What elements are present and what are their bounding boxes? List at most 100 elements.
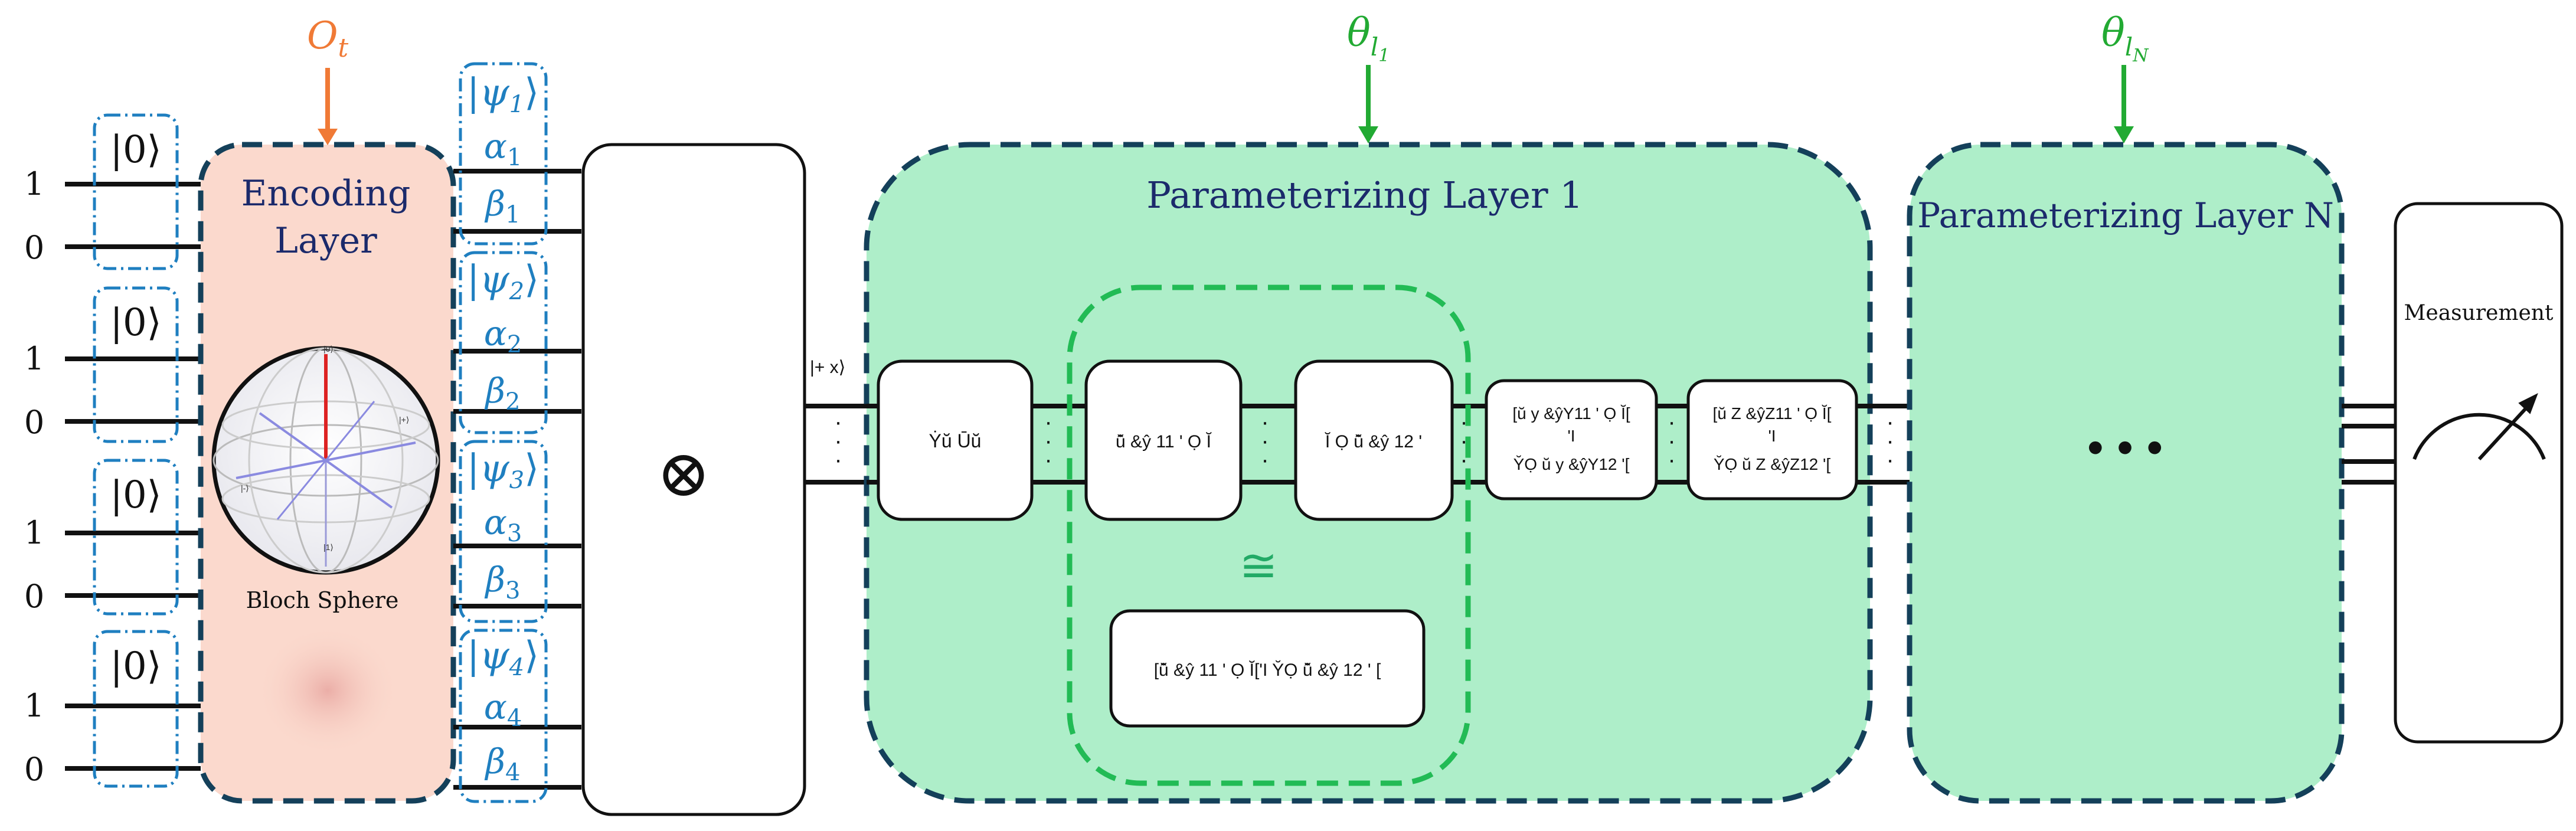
equivalence-group [1067,284,1471,786]
arrowhead [1358,126,1378,143]
state-alpha: α4 [484,687,522,732]
gate-label: ŭ̂ &ŷ 11 ' Ọ Ĭ [1116,432,1212,452]
state-box [459,440,548,623]
gate-rotation-12 [1294,359,1454,521]
state-box [459,62,548,246]
state-ket: |ψ1⟩ [467,71,539,118]
vertical-dots: · [1044,447,1052,473]
ket-zero-box [93,459,179,616]
layer1-title: Parameterizing Layer 1 [1146,174,1583,217]
gate-label: [ŭ y &ŷY11 ' Ọ Ĭ[ [1512,404,1630,423]
ket-zero: |0⟩ [110,128,161,172]
layerN-theta: θlN [2101,10,2149,66]
gate-label: Ĭ Ọ ŭ̂ &ŷ 12 ' [1325,432,1422,452]
gate-label: Y̆Ọ ŭ y &ŷY12 '[ [1513,455,1630,473]
wire-label-zero: 0 [24,229,44,266]
input-wires [65,182,201,771]
vertical-dots: · [1044,428,1052,454]
state-column: |ψ1⟩ α1 β1 |ψ2⟩ α2 β2 |ψ3⟩ α3 β3 |ψ4⟩ α4… [453,62,581,803]
vertical-dots: · [1261,409,1269,435]
vertical-dots: · [1044,409,1052,435]
svg-text:|-⟩: |-⟩ [241,483,249,493]
vertical-dots: · [1460,428,1467,454]
state-alpha: α1 [484,126,522,171]
tensor-box [581,143,806,816]
gate-label: [ŭ Z &ŷZ11 ' Ọ Ĭ[ [1713,404,1832,423]
encoding-glow [257,626,398,755]
ket-zero: |0⟩ [110,644,161,688]
state-alpha: α2 [484,313,522,358]
tensor-product-block: ⊗ [581,143,806,816]
vertical-dots: · [834,409,842,435]
state-beta: β2 [485,371,521,416]
encoding-arrow-label: Ot [307,14,348,63]
ket-zero-box [93,113,179,270]
measurement-box [2394,202,2564,744]
layerN-box [1907,142,2345,804]
input-section: 1 0 1 0 1 0 1 0 |0⟩ |0⟩ |0⟩ |0⟩ [24,113,201,788]
wire-label-zero: 0 [24,404,44,441]
ket-zero: |0⟩ [110,301,161,345]
gate-rotation-11 [1084,359,1243,521]
state-ket: |ψ3⟩ [467,447,539,494]
wire-label-one: 1 [24,687,44,724]
gate-rotation-y [1485,379,1658,500]
ket-zero-box [93,286,179,443]
vertical-dots: · [1668,428,1675,454]
state-ket: |ψ2⟩ [467,258,539,305]
state-box [459,629,548,803]
state-beta: β4 [485,741,521,786]
vertical-dots: · [1886,447,1894,473]
svg-text:|0⟩: |0⟩ [323,344,334,354]
parameterizing-layer-1: θl1 Parameterizing Layer 1 Ẏŭ Ūŭ · · · ŭ… [864,10,1873,804]
gate-label: Y̆Ọ ŭ Z &ŷZ12 '[ [1714,455,1831,473]
vertical-dots: · [1886,428,1894,454]
vertical-dots: · [1460,409,1467,435]
arrowhead [318,129,338,145]
measurement-title: Measurement [2404,301,2554,325]
bloch-sphere-caption: Bloch Sphere [246,587,399,613]
gate-label: [ŭ̂ &ŷ 11 ' Ọ Ĭ['I Y̆Ọ ŭ̂ &ŷ 12 ' [ [1154,660,1381,680]
state-ket: |ψ4⟩ [467,634,539,681]
vertical-dots: · [1460,447,1467,473]
wire-label-zero: 0 [24,578,44,615]
vertical-dots: · [1261,447,1269,473]
gate-rotation-z [1686,379,1858,500]
wire-label-zero: 0 [24,751,44,788]
ket-zero-box [93,630,179,788]
state-beta: β1 [485,184,521,228]
vertical-dots: · [1261,428,1269,454]
layer1-theta: θl1 [1347,10,1390,66]
layerN-ellipsis: • • • [2087,421,2163,473]
layer1-input-ket: |+ x⟩ [810,358,845,377]
arrowhead [2114,126,2134,143]
congruent-symbol: ≅ [1239,539,1277,593]
vertical-dots: · [1668,409,1675,435]
parameterizing-layer-n: θlN Parameterizing Layer N • • • [1907,10,2345,804]
vertical-dots: · [1668,447,1675,473]
encoding-title-line1: Encoding [241,173,411,214]
ket-zero: |0⟩ [110,473,161,517]
gate-label: Ẏŭ Ūŭ [929,430,982,452]
vertical-dots: · [834,447,842,473]
gate-label: 'I [1567,427,1575,445]
encoding-title-line2: Layer [274,220,377,261]
wire-label-one: 1 [24,514,44,551]
encoding-layer: Ot Encoding Layer |0⟩ |1⟩ |-⟩ |+⟩ Bloch … [198,14,456,804]
svg-text:|1⟩: |1⟩ [323,542,334,552]
vertical-dots: · [834,428,842,454]
gate-encoding-x [877,359,1034,521]
tensor-symbol: ⊗ [656,436,711,511]
combined-gate [1109,609,1426,728]
state-beta: β3 [485,560,521,604]
wire-label-one: 1 [24,165,44,202]
state-box [459,251,548,434]
measurement-block: Measurement [2394,202,2564,744]
meter-icon [2412,392,2546,461]
svg-text:|+⟩: |+⟩ [399,415,409,424]
bloch-sphere-icon: |0⟩ |1⟩ |-⟩ |+⟩ [211,344,440,575]
layerN-title: Parameterizing Layer N [1917,195,2334,235]
gate-label: 'I [1768,427,1776,445]
state-alpha: α3 [484,502,522,547]
wire-label-one: 1 [24,340,44,377]
